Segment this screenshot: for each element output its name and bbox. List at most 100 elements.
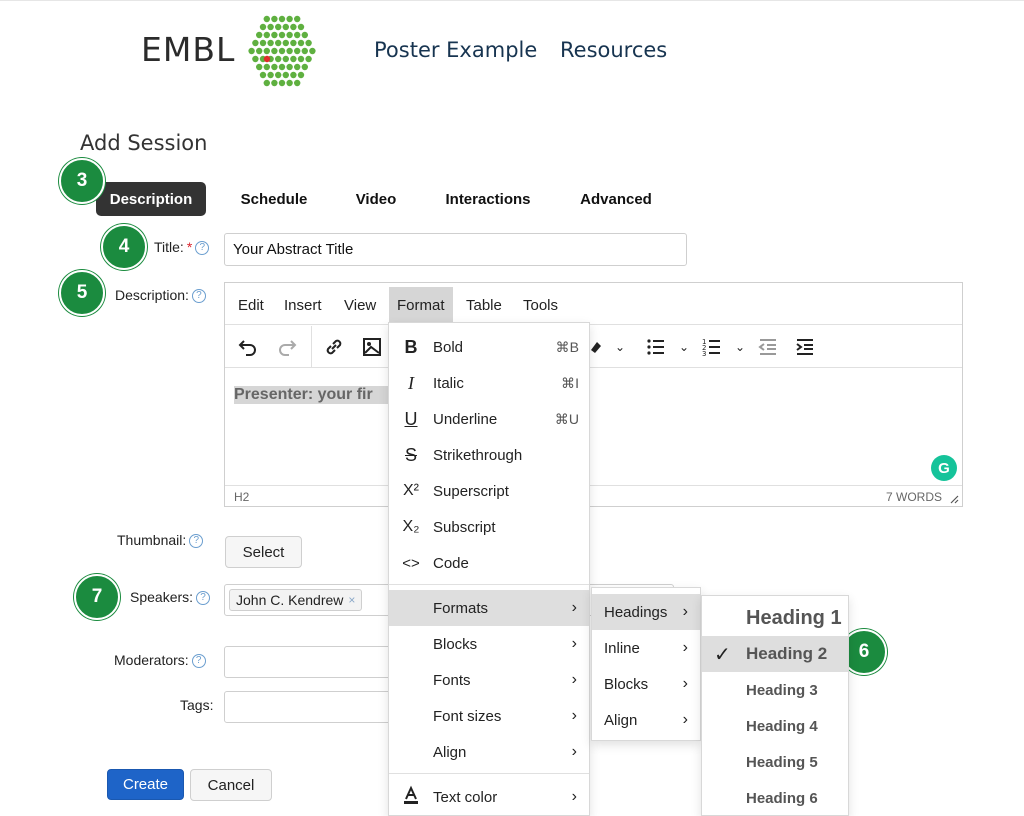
menu-item-text-color[interactable]: Text color ›: [389, 779, 589, 815]
moderators-label: Moderators:?: [114, 652, 206, 669]
highlight-color-icon[interactable]: [583, 334, 609, 360]
underline-icon: U: [404, 408, 418, 429]
menu-item-bold[interactable]: B Bold ⌘B: [389, 329, 589, 365]
select-thumbnail-button[interactable]: Select: [225, 536, 302, 568]
menu-view[interactable]: View: [344, 296, 377, 314]
editor-menubar: Edit Insert View Format Table Tools: [225, 283, 962, 325]
menu-item-font-sizes[interactable]: Font sizes ›: [433, 707, 577, 725]
page-title: Add Session: [80, 131, 208, 155]
heading-1-item[interactable]: Heading 1: [746, 606, 842, 629]
heading-5-item[interactable]: Heading 5: [746, 753, 818, 771]
menu-insert[interactable]: Insert: [284, 296, 322, 314]
tab-description[interactable]: Description: [96, 182, 206, 216]
menu-item-fonts[interactable]: Fonts ›: [433, 671, 577, 689]
required-marker: *: [186, 239, 193, 255]
thumbnail-label: Thumbnail:?: [117, 532, 204, 549]
submenu-item-blocks[interactable]: Blocks ›: [604, 675, 688, 693]
description-label: Description:?: [115, 287, 206, 304]
heading-6-item[interactable]: Heading 6: [746, 789, 818, 807]
resize-handle-icon[interactable]: [949, 494, 959, 504]
formats-submenu: Headings › Inline › Blocks › Align ›: [591, 587, 701, 741]
chevron-right-icon: ›: [571, 599, 577, 616]
create-button[interactable]: Create: [107, 769, 184, 800]
grammarly-icon[interactable]: G: [931, 455, 957, 481]
link-icon[interactable]: [321, 334, 347, 360]
text-color-icon: [399, 785, 423, 810]
bold-icon: B: [404, 336, 418, 357]
help-icon[interactable]: ?: [196, 591, 211, 606]
tab-interactions[interactable]: Interactions: [445, 190, 531, 208]
chevron-right-icon: ›: [571, 671, 577, 688]
menu-item-strikethrough[interactable]: S Strikethrough: [389, 437, 589, 473]
step-badge-4: 4: [101, 224, 147, 270]
embl-logo-icon[interactable]: [247, 14, 317, 88]
step-badge-5: 5: [59, 270, 105, 316]
embl-logo-text[interactable]: EMBL: [141, 30, 236, 69]
menu-item-blocks[interactable]: Blocks ›: [433, 635, 577, 653]
menu-item-superscript[interactable]: X² Superscript: [389, 473, 589, 509]
top-divider: [0, 0, 1024, 1]
redo-icon[interactable]: [274, 334, 300, 360]
menu-table[interactable]: Table: [466, 296, 502, 314]
title-input[interactable]: Your Abstract Title: [224, 233, 687, 266]
menu-item-align[interactable]: Align ›: [433, 743, 577, 761]
menu-item-subscript[interactable]: X₂ Subscript: [389, 509, 589, 545]
indent-icon[interactable]: [792, 334, 818, 360]
help-icon[interactable]: ?: [191, 654, 206, 669]
outdent-icon[interactable]: [755, 334, 781, 360]
moderators-input[interactable]: [224, 646, 394, 678]
chevron-right-icon: ›: [571, 743, 577, 760]
element-path[interactable]: H2: [234, 490, 250, 504]
submenu-item-align[interactable]: Align ›: [604, 711, 688, 729]
editor-content[interactable]: Presenter: your fir: [234, 386, 394, 404]
speaker-tag[interactable]: John C. Kendrew×: [229, 589, 363, 611]
tab-schedule[interactable]: Schedule: [240, 190, 308, 208]
menu-item-underline[interactable]: U Underline ⌘U: [389, 401, 589, 437]
headings-submenu: Heading 1 ✓ Heading 2 Heading 3 Heading …: [701, 595, 849, 816]
tags-input[interactable]: [224, 691, 394, 723]
undo-icon[interactable]: [235, 334, 261, 360]
submenu-item-headings[interactable]: Headings ›: [592, 594, 700, 630]
menu-tools[interactable]: Tools: [523, 296, 559, 314]
title-label: Title:*?: [154, 239, 210, 256]
chevron-right-icon: ›: [682, 711, 688, 728]
menu-format[interactable]: Format: [389, 287, 453, 323]
word-count[interactable]: 7 WORDS: [885, 490, 942, 504]
menu-edit[interactable]: Edit: [238, 296, 264, 314]
svg-text:3: 3: [702, 350, 706, 358]
menu-item-code[interactable]: <> Code: [389, 545, 589, 581]
step-badge-3: 3: [59, 158, 105, 204]
tab-advanced[interactable]: Advanced: [580, 190, 652, 208]
bullet-list-icon[interactable]: [643, 334, 669, 360]
chevron-right-icon: ›: [571, 707, 577, 724]
menu-item-italic[interactable]: I Italic ⌘I: [389, 365, 589, 401]
toolbar-separator: [311, 326, 312, 368]
code-icon: <>: [402, 554, 420, 572]
chevron-right-icon: ›: [571, 788, 577, 805]
rich-text-editor[interactable]: Edit Insert View Format Table Tools ⌄ ⌄ …: [224, 282, 963, 507]
chevron-right-icon: ›: [682, 639, 688, 656]
chevron-down-icon[interactable]: ⌄: [678, 340, 690, 354]
tab-video[interactable]: Video: [355, 190, 397, 208]
help-icon[interactable]: ?: [191, 289, 206, 304]
help-icon[interactable]: ?: [189, 534, 204, 549]
cancel-button[interactable]: Cancel: [190, 769, 272, 801]
image-icon[interactable]: [359, 334, 385, 360]
heading-3-item[interactable]: Heading 3: [746, 681, 818, 699]
nav-resources[interactable]: Resources: [560, 38, 668, 62]
nav-poster-example[interactable]: Poster Example: [374, 38, 538, 62]
svg-text:2: 2: [702, 344, 706, 352]
help-icon[interactable]: ?: [195, 241, 210, 256]
menu-item-formats[interactable]: Formats ›: [389, 590, 589, 626]
chevron-down-icon[interactable]: ⌄: [614, 340, 626, 354]
menu-divider: [389, 584, 589, 585]
submenu-item-inline[interactable]: Inline ›: [604, 639, 688, 657]
chevron-down-icon[interactable]: ⌄: [734, 340, 746, 354]
format-menu: B Bold ⌘B I Italic ⌘I U Underline ⌘U S S…: [388, 322, 590, 816]
heading-2-item[interactable]: ✓ Heading 2: [702, 636, 848, 672]
remove-tag-icon[interactable]: ×: [348, 593, 356, 607]
heading-4-item[interactable]: Heading 4: [746, 717, 818, 735]
italic-icon: I: [408, 372, 414, 393]
